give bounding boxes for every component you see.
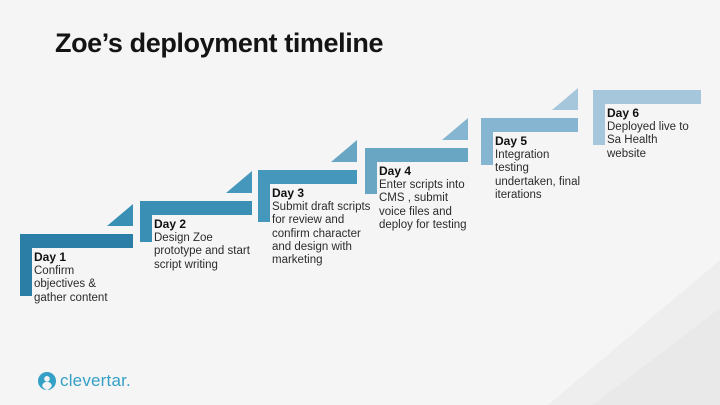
clevertar-logo-text: clevertar. (60, 371, 131, 390)
step-bar (365, 148, 468, 162)
step-description: Design Zoe prototype and start script wr… (154, 232, 250, 271)
step-label: Day 6 (607, 106, 640, 120)
step-arrow-triangle-icon (552, 88, 578, 110)
step-connector-bar (593, 90, 605, 145)
step-arrow-triangle-icon (331, 140, 357, 162)
page-title: Zoe’s deployment timeline (55, 28, 384, 58)
step-label: Day 1 (34, 250, 67, 264)
step-bar (20, 234, 133, 248)
clevertar-logo: clevertar. (38, 371, 131, 391)
step-arrow-triangle-icon (107, 204, 133, 226)
step-connector-bar (365, 148, 377, 194)
step-connector-bar (20, 234, 32, 296)
step-bar (593, 90, 701, 104)
step-label: Day 5 (495, 134, 528, 148)
step-arrow-triangle-icon (226, 171, 252, 193)
step-label: Day 3 (272, 186, 305, 200)
step-bar (140, 201, 252, 215)
step-connector-bar (140, 201, 152, 242)
step-description: Submit draft scripts for review and conf… (272, 201, 371, 267)
step-label: Day 4 (379, 164, 412, 178)
step-label: Day 2 (154, 217, 187, 231)
step-description: Deployed live to Sa Health website (607, 121, 689, 160)
step-description: Confirm objectives & gather content (34, 265, 108, 304)
step-connector-bar (258, 170, 270, 222)
step-bar (481, 118, 578, 132)
step-description: Integration testing undertaken, final it… (495, 149, 581, 201)
clevertar-person-icon (38, 372, 56, 390)
step-arrow-triangle-icon (442, 118, 468, 140)
step-bar (258, 170, 357, 184)
step-description: Enter scripts into CMS , submit voice fi… (379, 179, 467, 231)
step-connector-bar (481, 118, 493, 165)
